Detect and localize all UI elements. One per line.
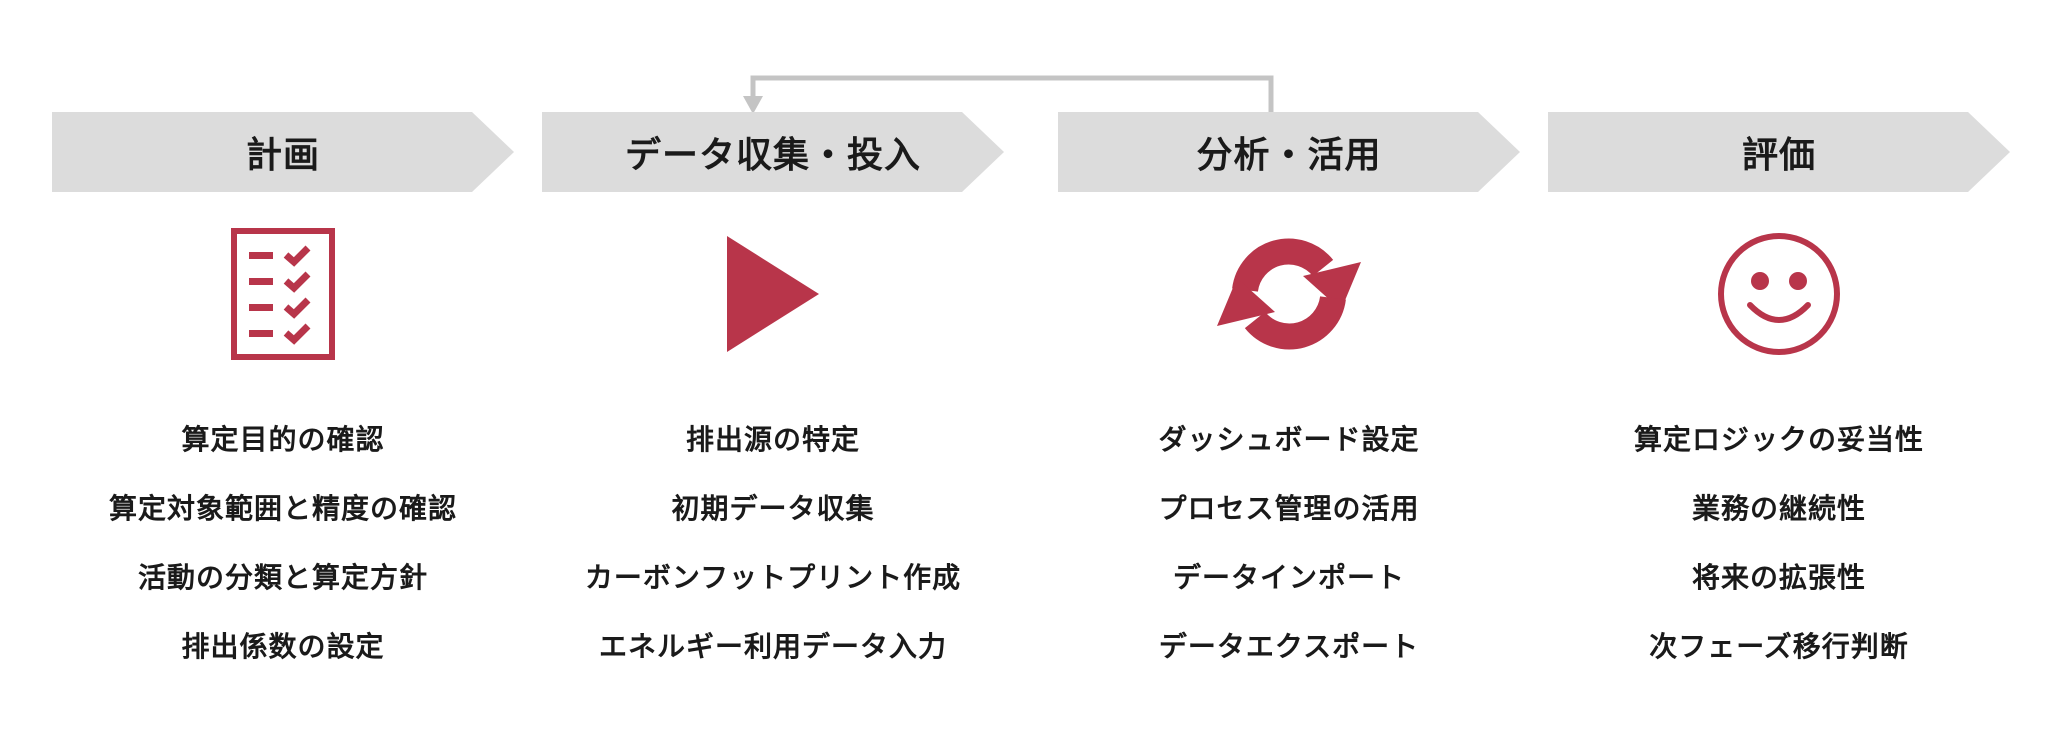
task-item: エネルギー利用データ入力 [598, 630, 947, 663]
stage-title: データ収集・投入 [624, 135, 921, 176]
stage-task-list: 算定ロジックの妥当性 業務の継続性 将来の拡張性 次フェーズ移行判断 [1548, 418, 2010, 694]
stage-task-list: 排出源の特定 初期データ収集 カーボンフットプリント作成 エネルギー利用データ入… [542, 418, 1004, 694]
task-item: カーボンフットプリント作成 [584, 561, 962, 594]
task-item: 排出係数の設定 [181, 630, 385, 663]
stage-plan: 計画 算定目的の確認 算定対象範囲と精度の確認 活動の分類と算定方針 排出係数の… [52, 112, 514, 694]
task-item: データインポート [1172, 561, 1405, 594]
stage-chevron: 評価 [1548, 112, 2010, 192]
smiley-icon [1718, 233, 1840, 355]
stage-chevron: 分析・活用 [1058, 112, 1520, 192]
task-item: プロセス管理の活用 [1158, 492, 1420, 525]
stage-title: 分析・活用 [1196, 135, 1382, 176]
stage-analysis: 分析・活用 ダッシュボード設定 プロセス管理の活用 データインポート データエク… [1058, 112, 1520, 694]
stage-chevron: 計画 [52, 112, 514, 192]
task-item: データエクスポート [1158, 630, 1420, 663]
task-item: 算定目的の確認 [181, 423, 385, 456]
checklist-icon [231, 228, 335, 360]
stage-task-list: ダッシュボード設定 プロセス管理の活用 データインポート データエクスポート [1058, 418, 1520, 694]
task-item: 次フェーズ移行判断 [1649, 630, 1909, 663]
stage-evaluation: 評価 算定ロジックの妥当性 業務の継続性 将来の拡張性 次フェーズ移行判断 [1548, 112, 2010, 694]
task-item: ダッシュボード設定 [1158, 423, 1420, 456]
task-item: 業務の継続性 [1691, 492, 1866, 525]
task-item: 算定対象範囲と精度の確認 [108, 492, 457, 525]
task-item: 排出源の特定 [685, 423, 860, 456]
task-item: 将来の拡張性 [1691, 561, 1866, 594]
stage-data-collection: データ収集・投入 排出源の特定 初期データ収集 カーボンフットプリント作成 エネ… [542, 112, 1004, 694]
stage-title: 評価 [1741, 135, 1816, 176]
stage-chevron: データ収集・投入 [542, 112, 1004, 192]
task-item: 初期データ収集 [671, 492, 875, 525]
play-icon [727, 236, 819, 352]
stage-task-list: 算定目的の確認 算定対象範囲と精度の確認 活動の分類と算定方針 排出係数の設定 [52, 418, 514, 694]
refresh-icon [1217, 238, 1361, 350]
task-item: 算定ロジックの妥当性 [1633, 423, 1924, 456]
task-item: 活動の分類と算定方針 [137, 561, 428, 594]
stage-title: 計画 [245, 135, 320, 176]
